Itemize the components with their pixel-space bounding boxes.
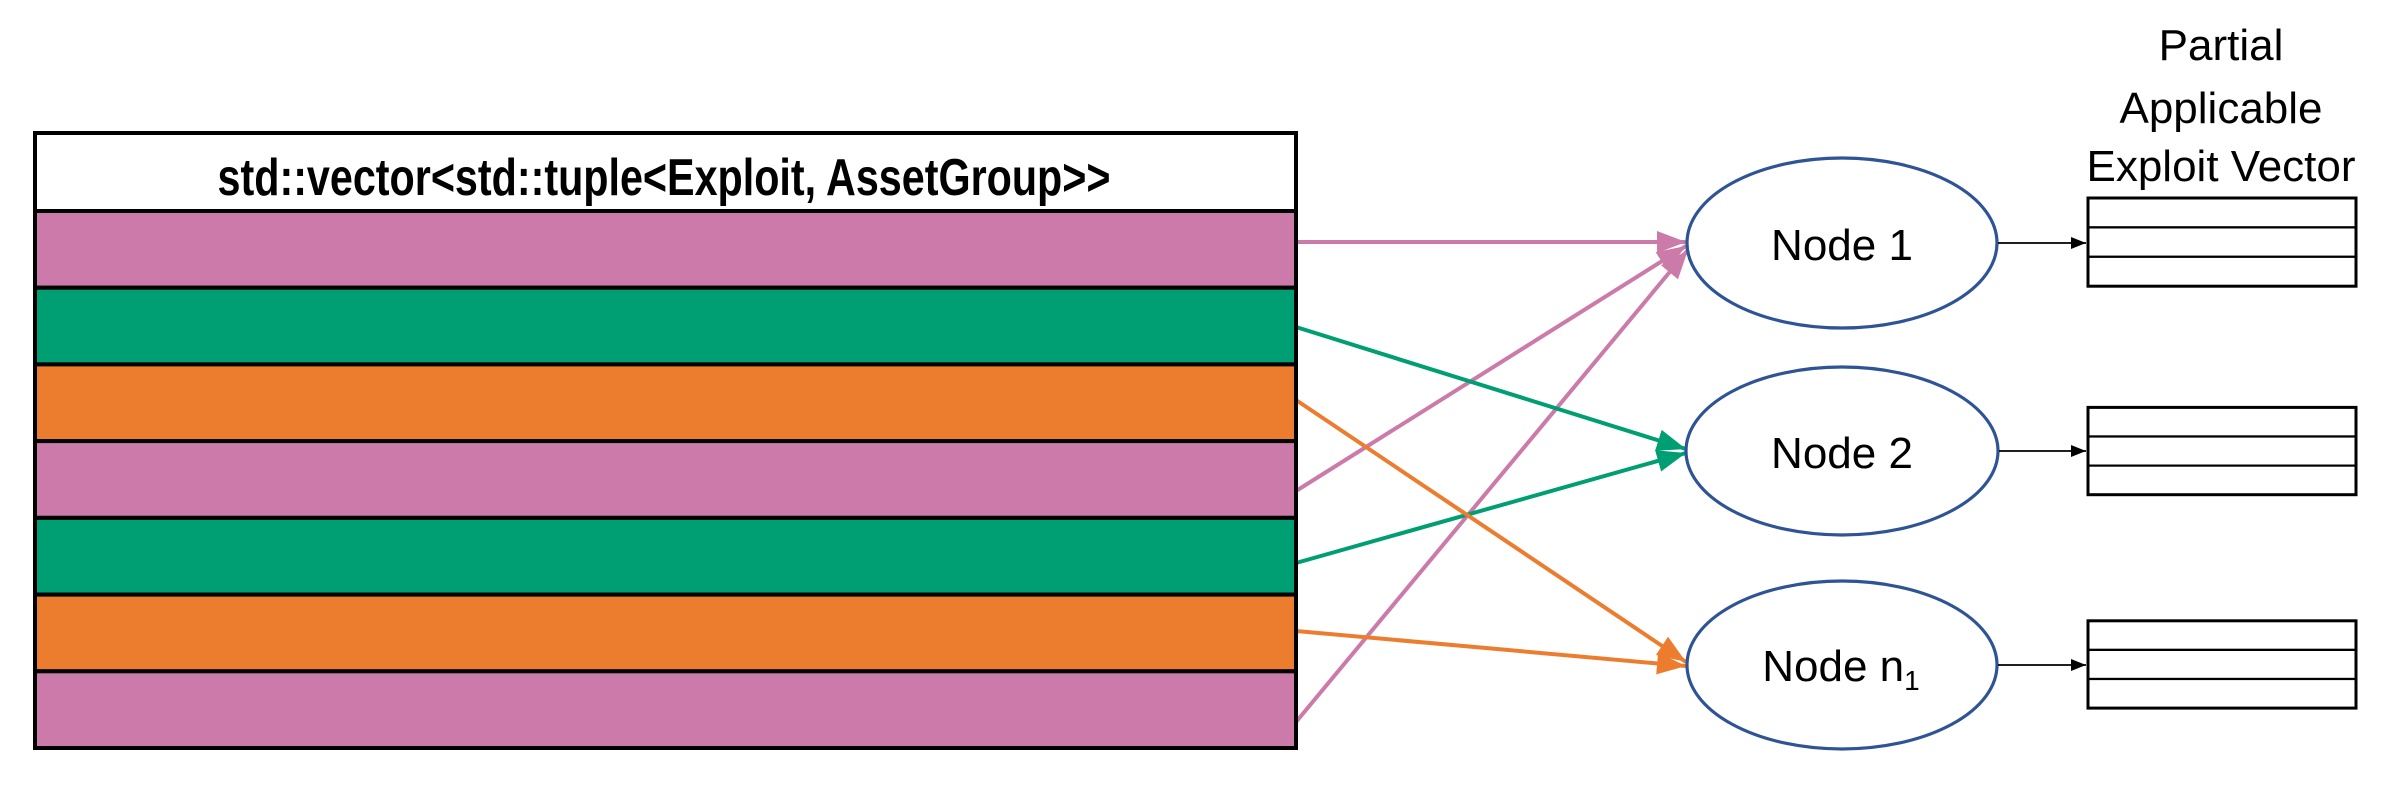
svg-text:Applicable: Applicable bbox=[2119, 84, 2322, 133]
svg-text:Node 2: Node 2 bbox=[1771, 429, 1913, 478]
svg-text:Node 1: Node 1 bbox=[1771, 221, 1913, 270]
svg-text:std::vector<std::tuple<Exploit: std::vector<std::tuple<Exploit, AssetGro… bbox=[218, 147, 1111, 206]
svg-text:Exploit Vector: Exploit Vector bbox=[2086, 142, 2355, 191]
svg-text:Node n1: Node n1 bbox=[1762, 642, 1919, 696]
svg-text:Partial: Partial bbox=[2159, 21, 2284, 70]
